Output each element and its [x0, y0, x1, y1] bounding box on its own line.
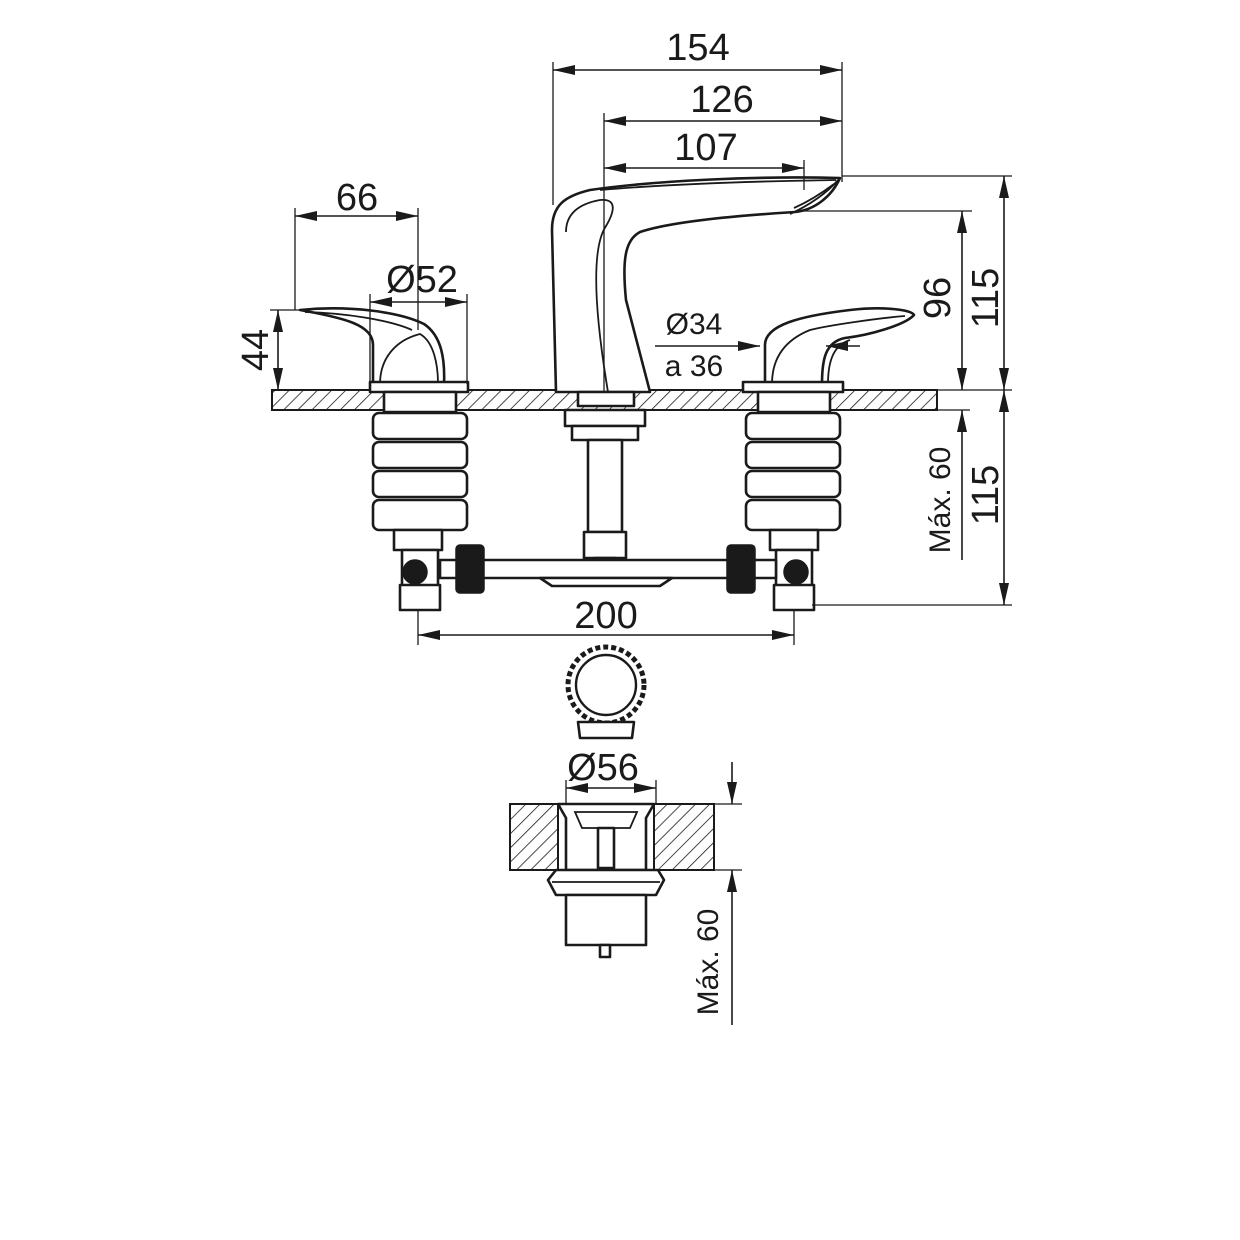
dim-115-bottom: 115: [965, 465, 1007, 526]
dimension-lines: [270, 62, 1012, 1025]
left-valve-body: [371, 390, 469, 612]
drain-assembly: [509, 802, 715, 959]
dim-max60-bottom: Máx. 60: [692, 909, 725, 1016]
dim-56: Ø56: [567, 747, 639, 789]
dim-66: 66: [336, 177, 378, 219]
right-valve-body: [744, 390, 842, 612]
drain-cap: [565, 644, 647, 740]
mixing-pipe: [438, 544, 778, 594]
dim-34: Ø34: [666, 308, 723, 341]
dim-34-range: a 36: [665, 350, 723, 383]
dim-154: 154: [666, 27, 729, 69]
dim-max60-top: Máx. 60: [924, 447, 957, 554]
dim-126: 126: [690, 79, 753, 121]
dim-115-top: 115: [965, 268, 1007, 329]
dim-107: 107: [674, 127, 737, 169]
dim-200: 200: [574, 595, 637, 637]
right-handle: [741, 307, 916, 394]
left-handle: [298, 307, 470, 394]
spout: [550, 176, 842, 394]
dimension-labels: 154 126 107 66 Ø52 44 Ø34 a 36 96 115 Má…: [235, 27, 1007, 1015]
dim-96: 96: [917, 277, 959, 319]
dim-44: 44: [235, 329, 277, 371]
dim-52: Ø52: [386, 259, 458, 301]
center-shank: [563, 390, 647, 580]
